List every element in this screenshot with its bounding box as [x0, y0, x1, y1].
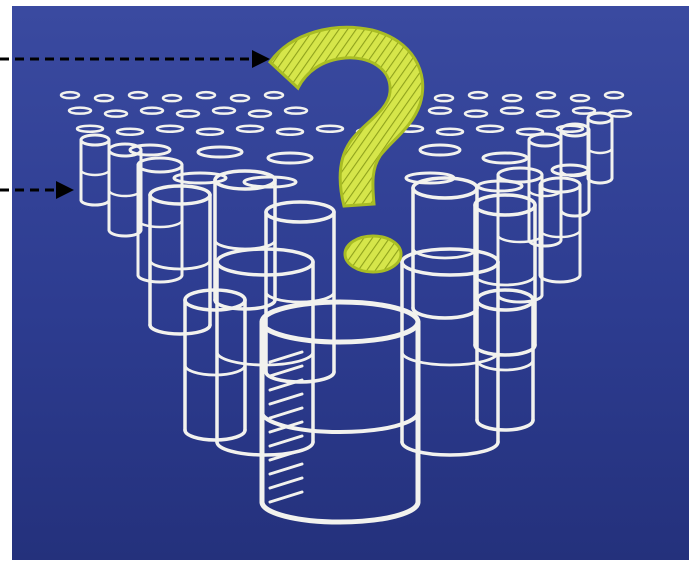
board-background	[12, 6, 689, 560]
